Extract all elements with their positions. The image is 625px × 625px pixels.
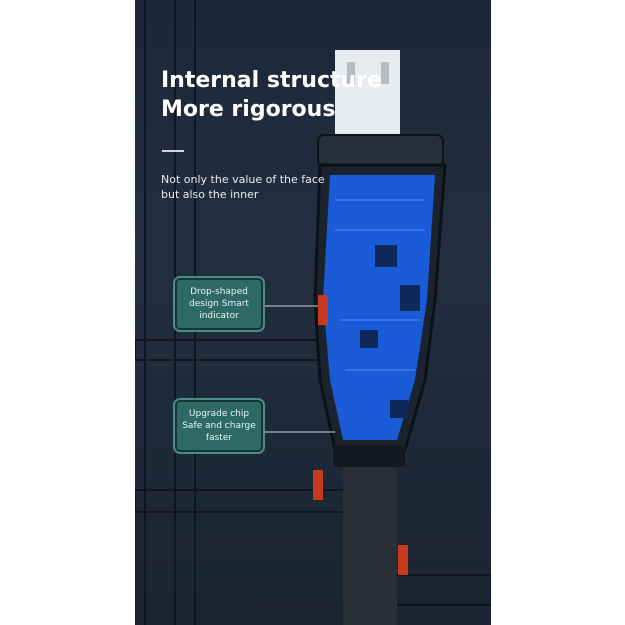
worker-figure (313, 470, 323, 500)
micro-usb-plug (335, 50, 400, 140)
callout-indicator: Drop-shaped design Smart indicator (175, 278, 263, 330)
worker-figure (398, 545, 408, 575)
braided-cable (343, 467, 397, 625)
divider (162, 150, 184, 152)
headline-line2: More rigorous (161, 97, 336, 122)
connector-collar (317, 134, 444, 168)
worker-figure (318, 295, 328, 325)
headline-line1: Internal structure (161, 68, 382, 93)
subtitle: Not only the value of the face but also … (161, 173, 325, 201)
callout-chip: Upgrade chip Safe and charge faster (175, 400, 263, 452)
product-poster: Internal structure More rigorous Not onl… (135, 0, 491, 625)
cable-illustration (135, 0, 491, 625)
circuit-board (323, 175, 435, 440)
